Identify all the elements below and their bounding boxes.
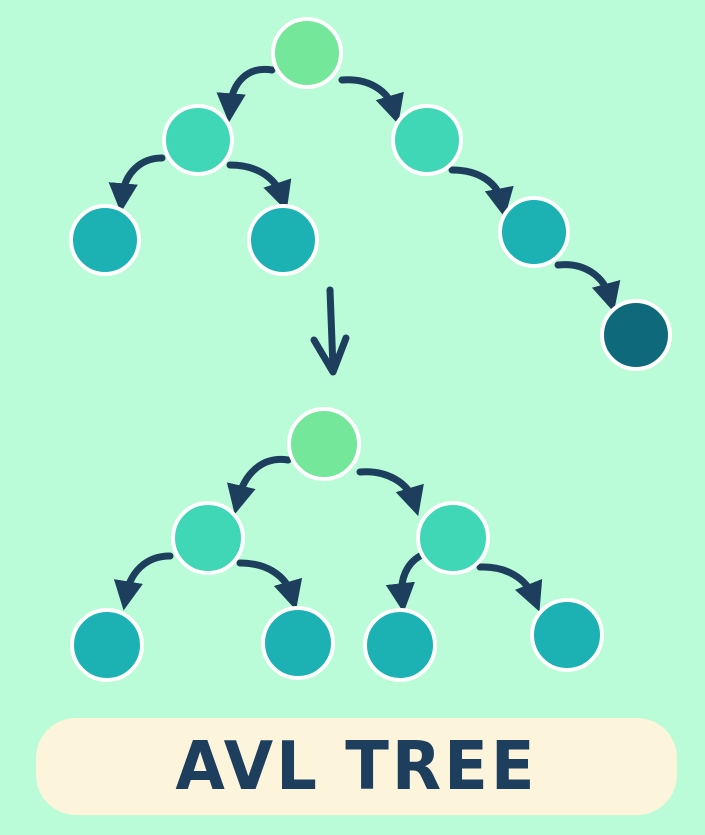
after-root-node [287,407,361,481]
edge-broot-right [356,468,424,517]
edge-rightright-rrr [554,261,621,313]
edge-bleft-lr [236,559,303,611]
after-right-left-node [363,608,437,682]
balanced-tree [70,407,604,682]
edge-right-rightright [448,166,514,218]
after-right-node [416,501,490,575]
after-left-left-node [70,608,144,682]
edge-left-leftright [226,161,292,211]
before-right-node [391,104,463,176]
unbalanced-tree [69,17,672,371]
edge-broot-left [226,455,292,515]
title-banner: AVL TREE [36,718,677,815]
before-left-left-node [69,204,141,276]
edge-bleft-ll [113,552,174,611]
diagram-title: AVL TREE [175,727,538,806]
edge-bright-rl [385,552,424,613]
edge-bright-rr [476,563,543,612]
edge-root-right [338,76,404,125]
before-right-right-node [498,196,570,268]
after-left-node [171,501,245,575]
before-root-node [271,17,343,89]
before-left-right-node [247,204,319,276]
after-right-right-node [530,598,604,672]
before-right-right-right-node [600,299,672,371]
edge-left-leftleft [108,154,166,213]
edge-root-left [216,65,276,123]
after-left-right-node [261,606,335,680]
before-left-node [162,104,234,176]
rotation-arrow [310,286,350,376]
